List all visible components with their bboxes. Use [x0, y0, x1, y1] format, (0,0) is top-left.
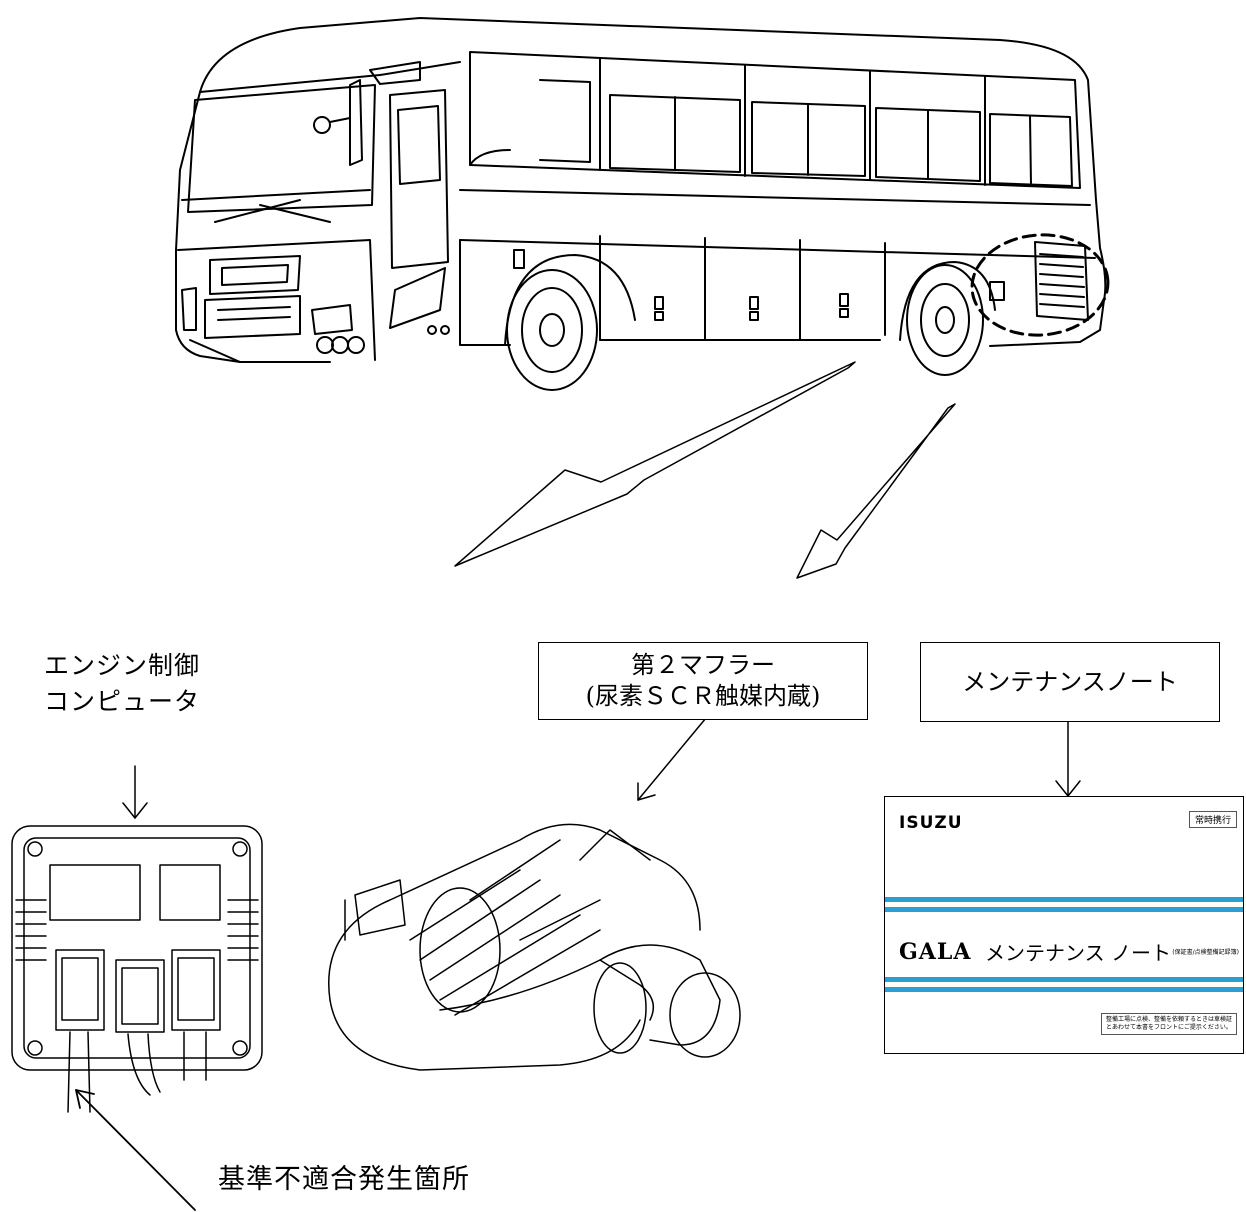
ecu-label-line2: コンピュータ [44, 687, 201, 716]
always-carry-tag: 常時携行 [1188, 811, 1237, 828]
blue-stripe-top-1 [885, 897, 1243, 902]
hollow-arrow-to-ecu [454, 361, 856, 567]
note-label-box: メンテナンスノート [920, 642, 1220, 722]
muffler-label-line2: (尿素ＳＣＲ触媒内蔵) [585, 682, 821, 710]
isuzu-logo: ISUZU [899, 813, 963, 833]
bus-illustration [175, 17, 1107, 391]
blue-stripe-top-2 [885, 907, 1243, 912]
ecu-drawing [11, 825, 263, 1113]
arrow-muffler-head [637, 782, 656, 801]
gala-logo: GALA [899, 939, 972, 965]
maintenance-note-cover: ISUZU 常時携行 GALA メンテナンス ノート (保証書/点検整備記録簿)… [884, 796, 1244, 1054]
note-fine-print: 整備工場に点検、整備を依頼するときは車検証 とあわせて本書をフロントにご提示くだ… [1100, 1013, 1237, 1035]
note-cover-subtitle: (保証書/点検整備記録簿) [1172, 949, 1239, 956]
muffler-label-line1: 第２マフラー [631, 651, 775, 679]
arrow-muffler-label [637, 717, 707, 801]
muffler-label-box: 第２マフラー (尿素ＳＣＲ触媒内蔵) [538, 642, 868, 720]
muffler-drawing [328, 823, 741, 1071]
highlight-ellipse [970, 233, 1110, 337]
fine-print-line2: とあわせて本書をフロントにご提示ください。 [1105, 1024, 1232, 1031]
arrow-defect-head [75, 1089, 95, 1109]
fine-print-line1: 整備工場に点検、整備を依頼するときは車検証 [1105, 1016, 1232, 1023]
note-cover-title: メンテナンス ノート [985, 941, 1171, 965]
hollow-arrow-to-muffler [796, 403, 956, 579]
arrow-defect-pointer [75, 1089, 196, 1211]
defect-location-label: 基準不適合発生箇所 [218, 1164, 470, 1195]
arrow-ecu-head [122, 802, 148, 819]
ecu-label-line1: エンジン制御 [44, 651, 201, 680]
blue-stripe-bottom-2 [885, 987, 1243, 992]
note-label: メンテナンスノート [962, 667, 1178, 696]
blue-stripe-bottom-1 [885, 977, 1243, 982]
